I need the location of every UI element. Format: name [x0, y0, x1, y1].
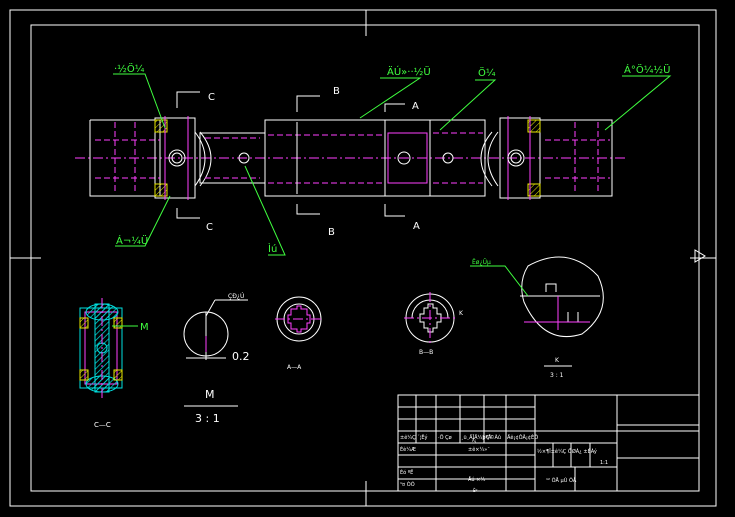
leader-top-left: ·½Ö¼: [114, 62, 145, 75]
tb-stage-header: ½×¶Î±ê¼Ç ÖØÁ¿ ±ÈÀý: [537, 447, 597, 455]
outer-frame: [9, 9, 717, 507]
section-c-top: C: [208, 92, 215, 103]
view-b-k: K: [459, 310, 464, 317]
detail-m-marker: M: [140, 322, 149, 333]
section-bb-view: [404, 292, 456, 344]
centering-marks: [10, 10, 716, 506]
section-a-bottom: A: [413, 221, 420, 232]
section-aa-view: [275, 296, 323, 342]
section-cc-view: [79, 298, 138, 398]
dim-02: 0.2: [232, 350, 250, 363]
inner-frame: [30, 24, 700, 492]
tb-row1-col5: Äê¡¢ÔÂ¡¢ÈÕ: [507, 433, 538, 441]
tb-row1-col3: ¸ü¸ÄÎÄ¼þºÅ: [461, 434, 492, 441]
tb-row1-col1: ±ê¼Ç ´¦Êý: [400, 433, 428, 441]
tb-row4-col1: ¹¤ ÒÕ: [400, 481, 415, 488]
label-aa: A—A: [287, 364, 302, 371]
detail-label-m: M: [205, 388, 215, 401]
detail-scale-m: 3 : 1: [195, 412, 220, 425]
tb-small-1: Èº: [473, 488, 478, 493]
tb-sheet: ¹² ÕÅ µÚ ÕÅ: [546, 477, 577, 484]
section-markers: [176, 91, 405, 219]
tb-row2-col2: ±ê×¼»¯: [468, 446, 490, 453]
detail-k-view: [470, 256, 604, 367]
title-block: [397, 394, 700, 492]
tb-row2-col1: Éè¼Æ: [400, 445, 416, 453]
tb-row1-col4: Ç©Ãû: [486, 434, 501, 441]
detail-k-scale: 3 : 1: [550, 372, 564, 379]
tb-row1-col2: ·Ö Çø: [438, 434, 452, 441]
leader-bottom-mid: Ìú: [268, 242, 277, 255]
detail-m-view: [183, 299, 248, 407]
main-shaft-view: [75, 116, 625, 200]
section-b-bottom: B: [328, 227, 335, 238]
tb-small-2: Ä¡: [472, 438, 476, 443]
section-a-top: A: [412, 101, 419, 112]
dim-small: ÇÐ¿Ú: [228, 293, 244, 300]
leader-bottom-left: Á¬¼Ü: [116, 234, 148, 247]
leader-top-right: Á°Ö¼½Ü: [624, 63, 670, 76]
tb-ratio: 1:1: [600, 460, 608, 466]
tb-row3-col1: Éó ºË: [400, 468, 413, 476]
label-bb: B—B: [419, 349, 433, 356]
leader-top-mid: ÄÚ»··½Ü: [387, 65, 431, 78]
detail-k-leader: Ëø¿Ûµ: [472, 259, 491, 266]
leader-top-center: Ö¼: [478, 66, 496, 79]
section-c-bottom: C: [206, 222, 213, 233]
detail-k-label: K: [555, 357, 560, 364]
leader-lines: [113, 73, 672, 256]
tb-row4-col2: Åú ×¼: [468, 476, 485, 483]
section-b-top: B: [333, 86, 340, 97]
label-cc: C—C: [94, 421, 111, 429]
